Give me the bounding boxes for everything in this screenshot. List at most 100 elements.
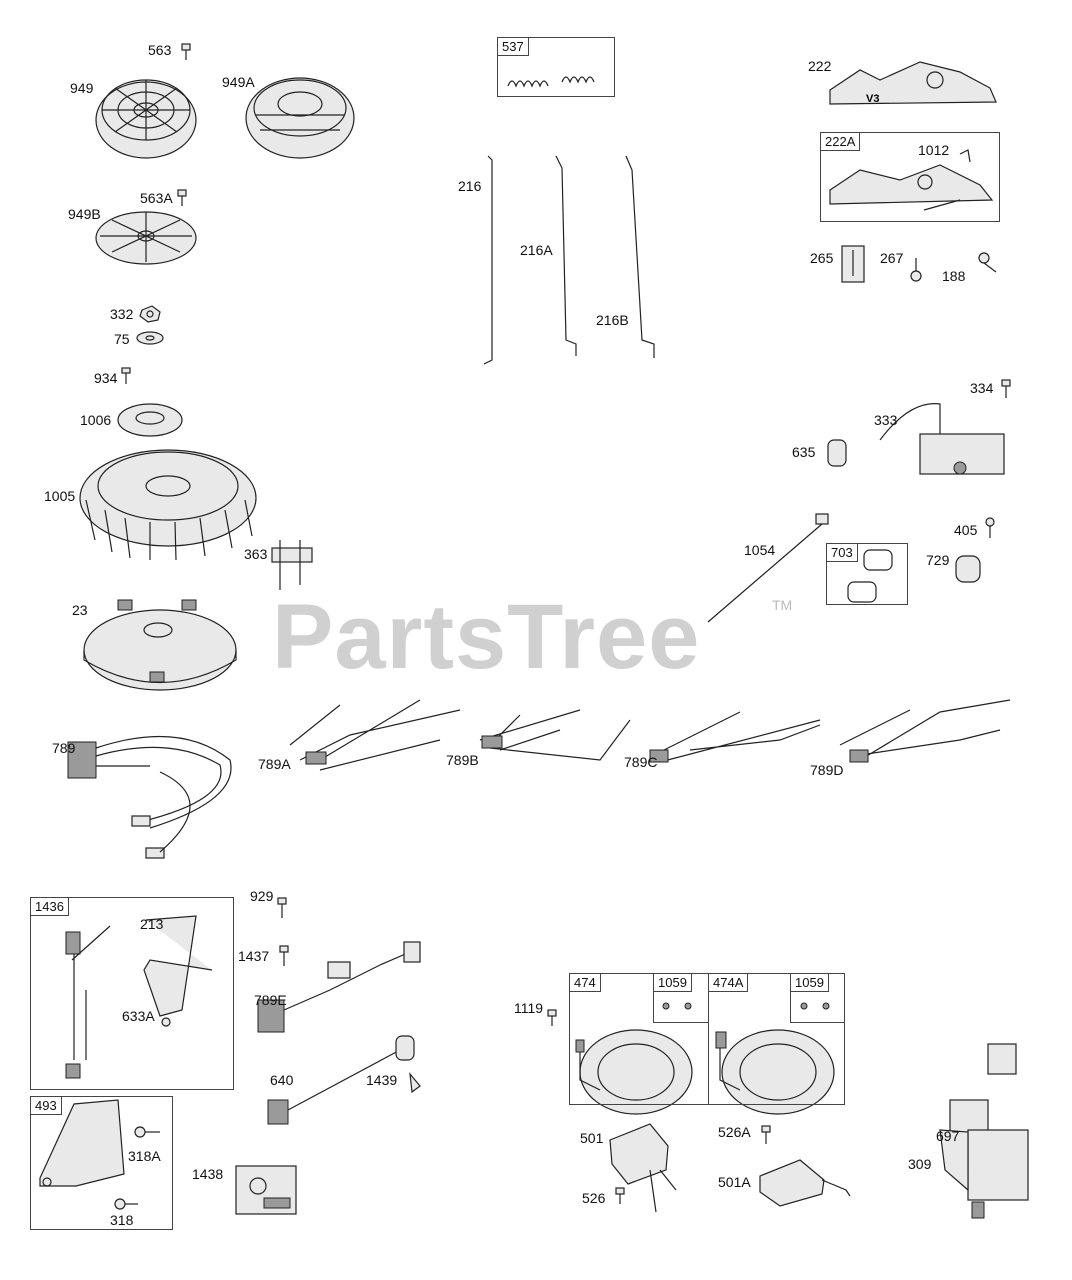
part-label-526A[interactable]: 526A — [718, 1124, 751, 1140]
rod-216A-icon[interactable] — [555, 155, 577, 356]
harness-789B-icon[interactable] — [479, 709, 631, 761]
screw-934-icon[interactable] — [121, 367, 131, 384]
part-label-789C[interactable]: 789C — [624, 754, 658, 770]
bracket-363-icon[interactable] — [271, 540, 313, 590]
clip-1012-icon[interactable] — [959, 149, 971, 163]
group-box-1059-b[interactable]: 1059 — [790, 973, 845, 1023]
part-label-526[interactable]: 526 — [582, 1190, 606, 1206]
grille-949A-icon[interactable] — [245, 77, 355, 159]
part-label-501A[interactable]: 501A — [718, 1174, 751, 1190]
nut-332-icon[interactable] — [139, 305, 161, 323]
harness-640-icon[interactable] — [267, 1035, 415, 1125]
harness-789C-icon[interactable] — [649, 711, 821, 763]
part-label-640[interactable]: 640 — [270, 1072, 294, 1088]
harness-789E-icon[interactable] — [257, 941, 421, 1033]
part-label-729[interactable]: 729 — [926, 552, 950, 568]
harness-1436-icon[interactable] — [65, 925, 111, 1079]
cup-1006-icon[interactable] — [117, 403, 183, 437]
block-265-icon[interactable] — [841, 245, 865, 283]
nut-633A-icon[interactable] — [161, 1017, 171, 1027]
part-label-789B[interactable]: 789B — [446, 752, 479, 768]
part-label-501[interactable]: 501 — [580, 1130, 604, 1146]
screw-318-icon[interactable] — [114, 1198, 138, 1210]
stator-474-icon[interactable] — [575, 1029, 693, 1115]
stator-474A-icon[interactable] — [715, 1029, 835, 1115]
part-label-789E[interactable]: 789E — [254, 992, 287, 1008]
bolt-188-icon[interactable] — [978, 252, 997, 273]
part-label-1005[interactable]: 1005 — [44, 488, 76, 504]
part-label-318A[interactable]: 318A — [128, 1148, 161, 1164]
screw-563-icon[interactable] — [181, 43, 191, 60]
group-box-703[interactable]: 703 — [826, 543, 908, 605]
screw-318A-icon[interactable] — [134, 1126, 160, 1138]
ignition-coil-333-icon[interactable] — [879, 403, 1005, 475]
screw-526-icon[interactable] — [615, 1187, 625, 1204]
bracket-493-icon[interactable] — [39, 1099, 125, 1187]
part-label-1006[interactable]: 1006 — [80, 412, 112, 428]
part-label-949[interactable]: 949 — [70, 80, 94, 96]
screw-405-icon[interactable] — [985, 517, 995, 538]
washer-75-icon[interactable] — [136, 331, 164, 345]
part-label-216B[interactable]: 216B — [596, 312, 629, 328]
part-label-265[interactable]: 265 — [810, 250, 834, 266]
wiring-789-icon[interactable] — [67, 735, 232, 859]
part-label-563A[interactable]: 563A — [140, 190, 173, 206]
rod-216B-icon[interactable] — [625, 155, 655, 358]
screws-1059-b-icon[interactable] — [800, 1002, 830, 1010]
harness-789D-icon[interactable] — [839, 699, 1011, 763]
flywheel-23-icon[interactable] — [83, 599, 237, 691]
part-label-267[interactable]: 267 — [880, 250, 904, 266]
screw-1439-icon[interactable] — [409, 1072, 421, 1094]
harness-789A-icon[interactable] — [289, 699, 461, 771]
part-label-949A[interactable]: 949A — [222, 74, 255, 90]
cable-tie-1054-icon[interactable] — [707, 513, 829, 623]
screw-334-icon[interactable] — [1001, 379, 1011, 398]
governor-plate-222-icon[interactable]: V3 — [829, 61, 997, 105]
group-box-537[interactable]: 537 — [497, 37, 615, 97]
part-label-318[interactable]: 318 — [110, 1212, 134, 1228]
screw-267-icon[interactable] — [910, 258, 922, 282]
regulator-501-icon[interactable] — [609, 1123, 677, 1213]
starter-309-icon[interactable] — [939, 1043, 1029, 1219]
part-label-1439[interactable]: 1439 — [366, 1072, 398, 1088]
part-label-635[interactable]: 635 — [792, 444, 816, 460]
part-label-405[interactable]: 405 — [954, 522, 978, 538]
part-label-934[interactable]: 934 — [94, 370, 118, 386]
part-label-929[interactable]: 929 — [250, 888, 274, 904]
rectifier-501A-icon[interactable] — [759, 1159, 851, 1207]
grille-949-icon[interactable] — [95, 79, 197, 159]
part-label-789A[interactable]: 789A — [258, 756, 291, 772]
spark-boot-635-icon[interactable] — [827, 439, 847, 467]
part-label-309[interactable]: 309 — [908, 1156, 932, 1172]
part-label-1438[interactable]: 1438 — [192, 1166, 224, 1182]
part-label-697[interactable]: 697 — [936, 1128, 960, 1144]
fan-plate-949B-icon[interactable] — [95, 211, 197, 265]
group-box-474A[interactable]: 474A — [708, 973, 845, 1105]
part-label-213[interactable]: 213 — [140, 916, 164, 932]
part-label-1437[interactable]: 1437 — [238, 948, 270, 964]
screw-1437-icon[interactable] — [279, 945, 289, 966]
group-box-1059-a[interactable]: 1059 — [653, 973, 709, 1023]
screw-929-icon[interactable] — [277, 897, 287, 918]
part-label-1119[interactable]: 1119 — [514, 1000, 544, 1016]
governor-plate-222A-icon[interactable] — [829, 164, 994, 211]
clip-729-icon[interactable] — [955, 555, 981, 583]
part-label-789[interactable]: 789 — [52, 740, 76, 756]
group-box-493[interactable]: 493 — [30, 1096, 173, 1230]
group-box-222A[interactable]: 222A — [820, 132, 1000, 222]
part-label-1054[interactable]: 1054 — [744, 542, 776, 558]
part-label-789D[interactable]: 789D — [810, 762, 844, 778]
part-label-222[interactable]: 222 — [808, 58, 832, 74]
part-label-949B[interactable]: 949B — [68, 206, 101, 222]
part-label-75[interactable]: 75 — [114, 331, 130, 347]
part-label-332[interactable]: 332 — [110, 306, 134, 322]
module-1438-icon[interactable] — [235, 1165, 297, 1215]
part-label-334[interactable]: 334 — [970, 380, 994, 396]
screws-1059-a-icon[interactable] — [662, 1002, 692, 1010]
part-label-333[interactable]: 333 — [874, 412, 898, 428]
part-label-363[interactable]: 363 — [244, 546, 268, 562]
group-box-1436[interactable]: 1436 — [30, 897, 234, 1090]
springs-537-icon[interactable] — [507, 76, 595, 88]
part-label-216[interactable]: 216 — [458, 178, 482, 194]
rod-216-icon[interactable] — [483, 155, 493, 365]
